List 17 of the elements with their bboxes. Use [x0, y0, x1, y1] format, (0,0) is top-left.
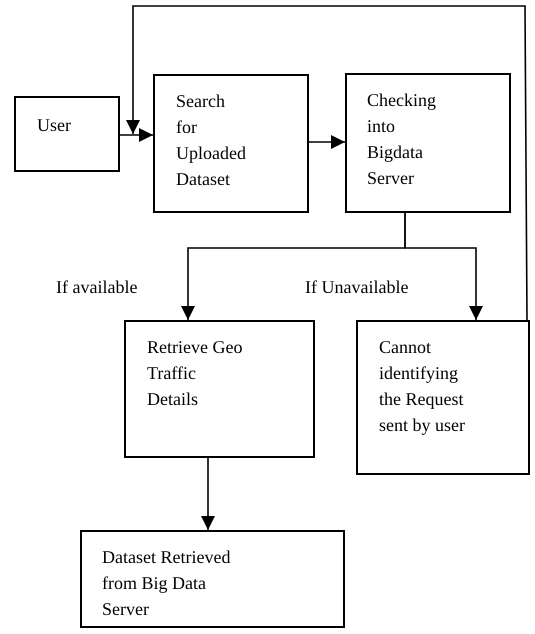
process-box [80, 530, 345, 628]
arrow [120, 128, 153, 142]
arrow [309, 135, 345, 149]
box-text: User [37, 114, 72, 137]
box-text: Cannot identifying the Request sent by user [379, 336, 466, 437]
box-text: Checking into Bigdata Server [367, 89, 437, 190]
process-box [153, 74, 309, 213]
process-box [14, 96, 120, 172]
process-box [124, 320, 315, 458]
arrow [404, 213, 483, 320]
arrow [126, 5, 528, 320]
box-text: Search for Uploaded Dataset [176, 90, 247, 191]
arrow [201, 458, 215, 530]
box-text: Dataset Retrieved from Big Data Server [102, 546, 232, 621]
process-box [356, 320, 530, 475]
process-box [345, 73, 511, 213]
box-text: Retrieve Geo Traffic Details [147, 336, 244, 411]
